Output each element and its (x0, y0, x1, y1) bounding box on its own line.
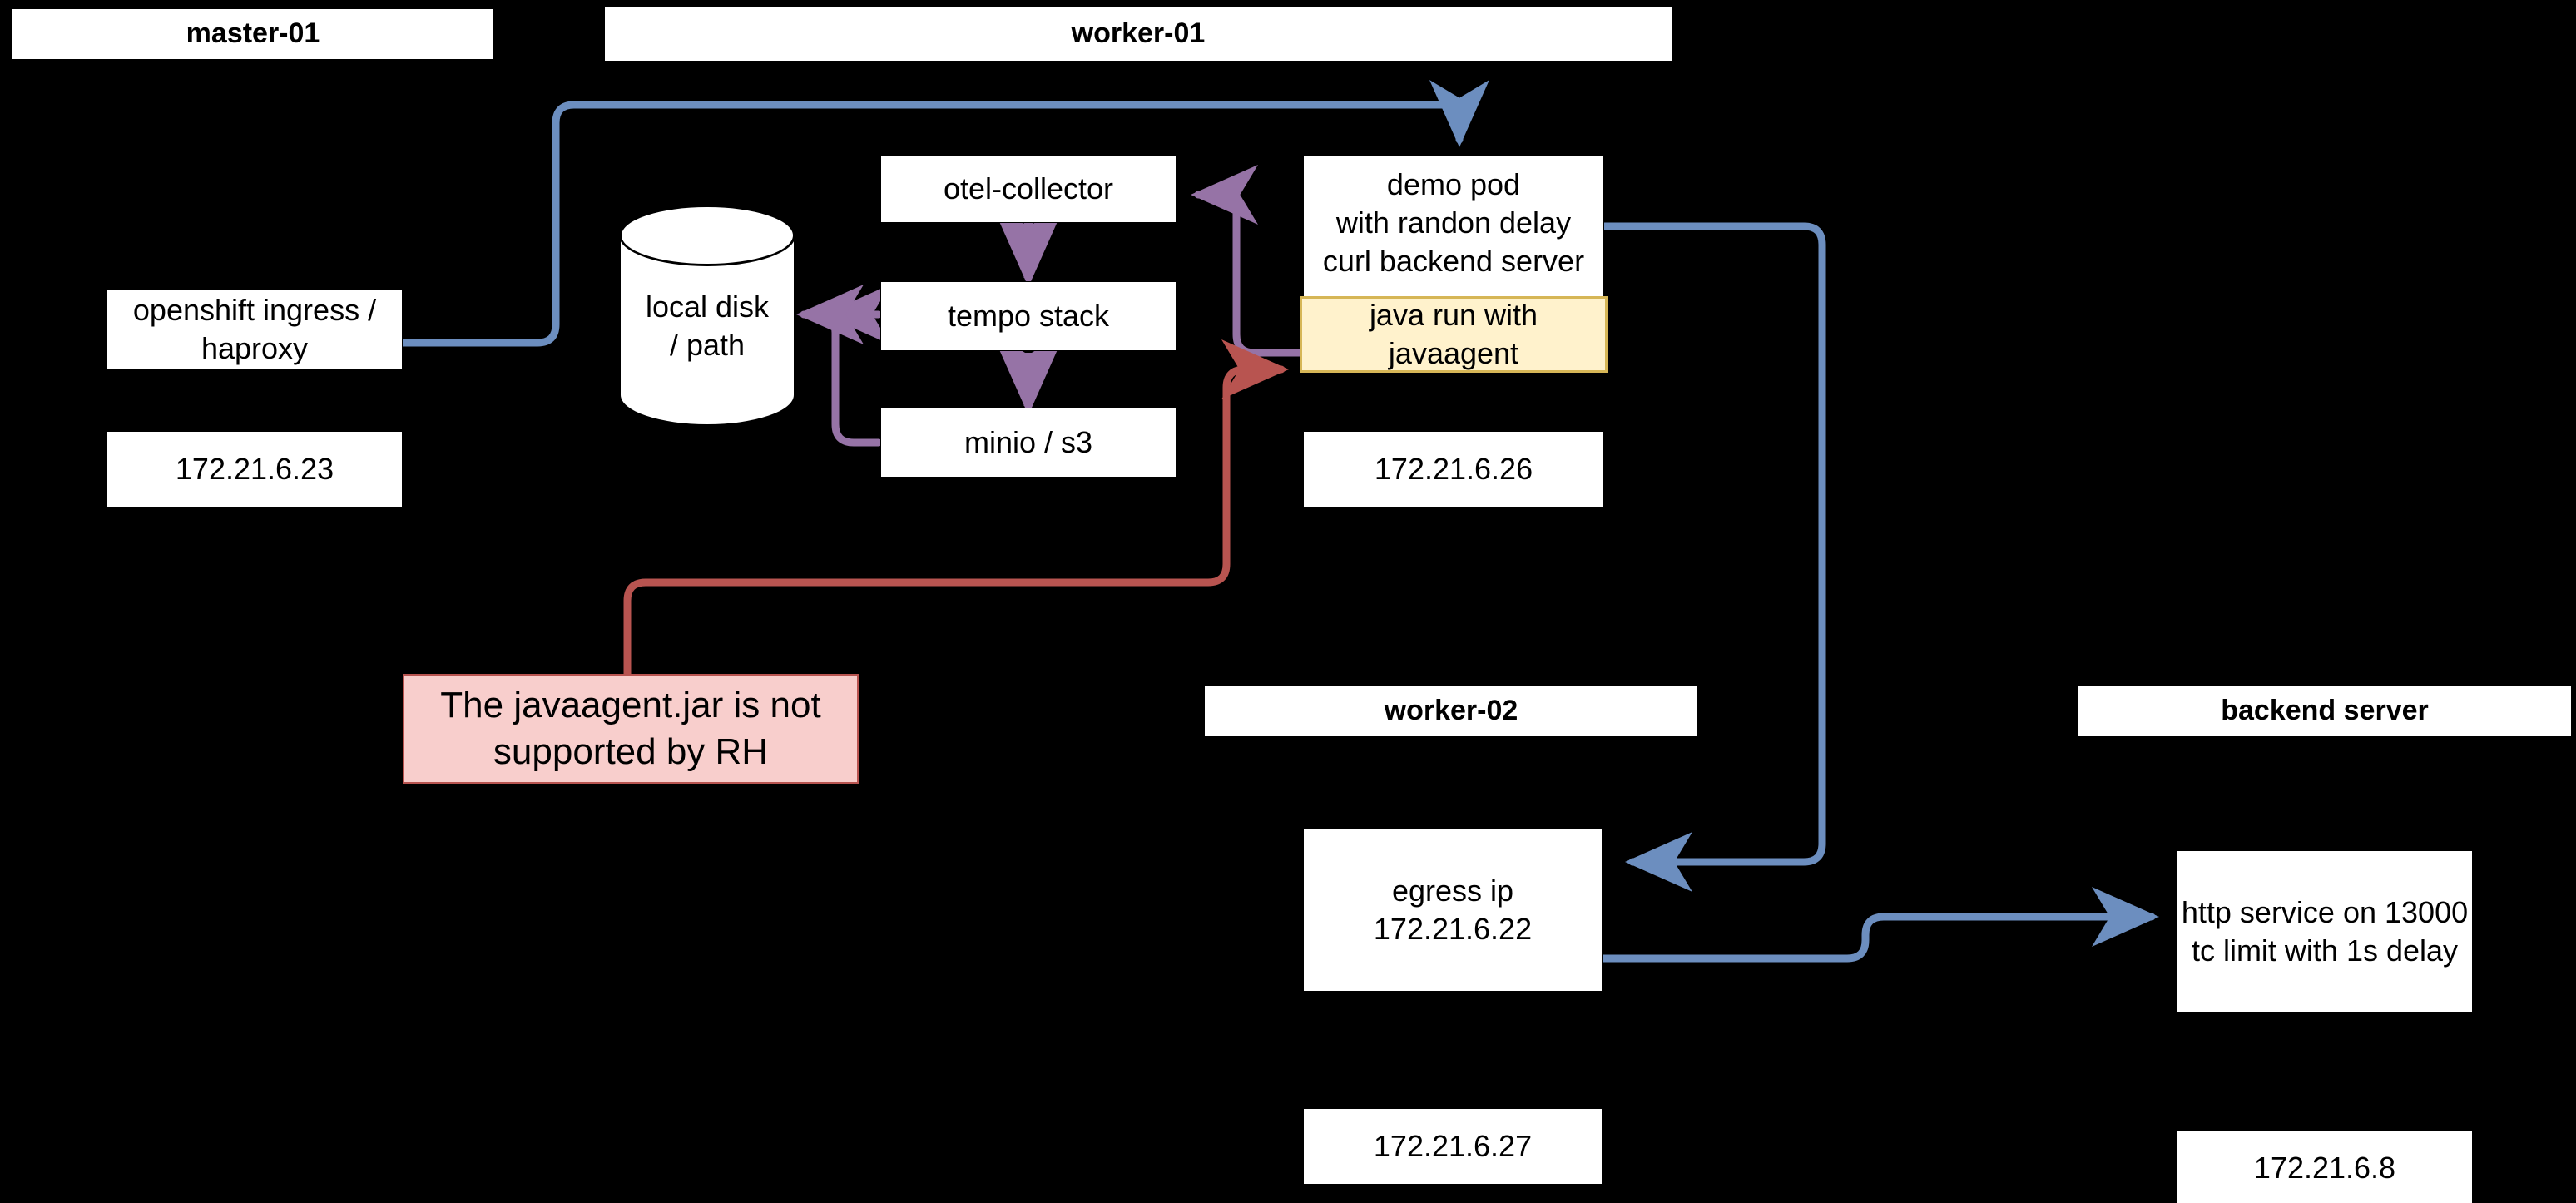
header-worker-01: worker-01 (604, 7, 1672, 62)
node-worker02-ip: 172.21.6.27 (1303, 1108, 1603, 1185)
edge-egress-to-http-service (1598, 887, 2159, 963)
node-otel-collector: otel-collector (880, 155, 1177, 223)
node-demo-pod: demo pod with randon delay curl backend … (1303, 155, 1604, 298)
edge-java-agent-to-otel-collector (1191, 165, 1304, 357)
node-local-disk: local disk / path (619, 205, 795, 426)
node-minio-s3: minio / s3 (880, 408, 1177, 478)
cylinder-top-ellipse (619, 205, 795, 267)
node-master-ip: 172.21.6.23 (107, 431, 403, 507)
header-worker-02: worker-02 (1204, 686, 1698, 737)
node-http-service: http service on 13000 tc limit with 1s d… (2177, 850, 2473, 1013)
local-disk-label: local disk / path (645, 289, 770, 362)
header-master-01: master-01 (12, 8, 494, 60)
node-egress-ip: egress ip 172.21.6.22 (1303, 829, 1603, 992)
node-java-run-with-javaagent: java run with javaagent (1300, 296, 1608, 373)
node-backend-ip: 172.21.6.8 (2177, 1130, 2473, 1203)
node-tempo-stack: tempo stack (880, 281, 1177, 351)
edge-demo-pod-to-egress (1600, 222, 1826, 892)
node-openshift-ingress: openshift ingress / haproxy (107, 290, 403, 369)
header-backend-server: backend server (2078, 686, 2572, 737)
edge-minio-to-local-disk (796, 285, 883, 447)
note-javaagent-unsupported: The javaagent.jar is not supported by RH (403, 674, 859, 784)
node-worker01-ip: 172.21.6.26 (1303, 431, 1604, 507)
